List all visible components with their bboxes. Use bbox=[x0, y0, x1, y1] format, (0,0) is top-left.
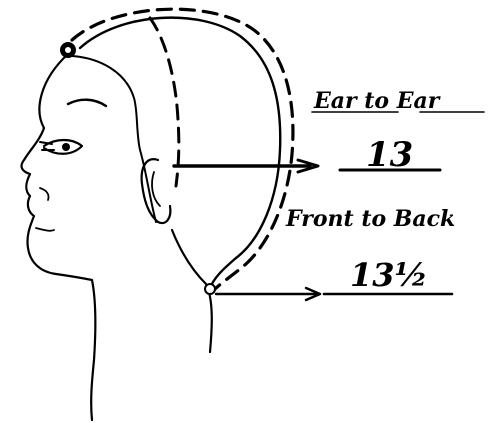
nose-mark bbox=[40, 188, 49, 200]
eye bbox=[40, 140, 82, 154]
ear-to-ear-dashed-line bbox=[150, 18, 179, 186]
front-to-back-label: Front to Back bbox=[285, 206, 455, 232]
mouth-mark bbox=[36, 228, 54, 231]
front-pin-marker bbox=[60, 42, 76, 58]
ear-to-ear-value: 13 bbox=[366, 135, 413, 175]
nape-pin-marker bbox=[205, 284, 215, 294]
ear-to-ear-arrow bbox=[174, 160, 318, 172]
ear bbox=[142, 159, 171, 223]
head-profile-outline bbox=[22, 54, 96, 420]
front-to-back-dashed-line bbox=[72, 9, 293, 290]
ear-to-ear-label: Ear to Ear bbox=[313, 88, 441, 114]
front-to-back-value: 13½ bbox=[350, 256, 428, 294]
ear-inner bbox=[152, 172, 160, 206]
front-to-back-arrow bbox=[216, 288, 320, 300]
eyebrow bbox=[68, 100, 106, 106]
